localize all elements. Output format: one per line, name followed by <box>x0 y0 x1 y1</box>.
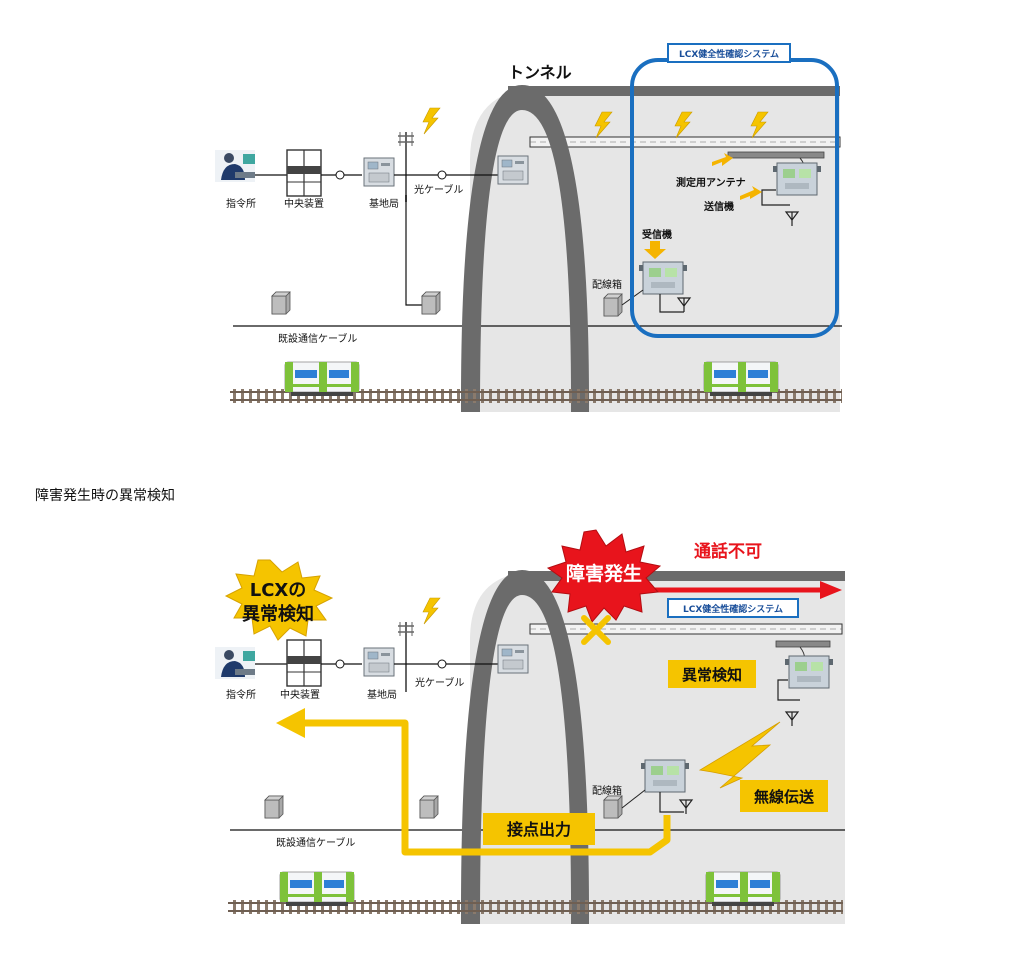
train-right <box>705 871 781 907</box>
lcx-system-label: LCX健全性確認システム <box>679 48 779 60</box>
wiring-box-icon <box>271 291 291 315</box>
call-impossible-label: 通話不可 <box>694 541 762 562</box>
measurement-antenna-icon <box>775 640 831 648</box>
lcx-anomaly-line2: 異常検知 <box>242 603 314 625</box>
failure-starburst <box>546 529 662 623</box>
wiring-box-icon <box>421 291 441 315</box>
tunnel-repeater-icon <box>497 644 529 674</box>
diagram-normal: トンネル LCX健全性確認システム 指令所 中央装置 基地局 光ケーブル 測定用… <box>215 43 842 412</box>
lcx-system-label-box <box>667 43 791 63</box>
transmitter-icon <box>772 162 822 196</box>
central-unit-label: 中央装置 <box>284 197 324 210</box>
cable-break-icon <box>581 615 611 645</box>
base-station-label: 基地局 <box>369 197 399 210</box>
command-center-icon <box>215 647 255 679</box>
measurement-antenna-label: 測定用アンテナ <box>676 176 746 189</box>
train-left <box>279 871 355 907</box>
wiring-box-icon <box>603 293 623 317</box>
command-center-label: 指令所 <box>226 688 256 701</box>
anomaly-detection-box <box>668 660 756 688</box>
central-unit-icon <box>286 149 322 197</box>
base-station-label: 基地局 <box>367 688 397 701</box>
wiring-box-label: 配線箱 <box>592 784 622 797</box>
wiring-box-icon <box>603 795 623 819</box>
utility-pole-icon <box>397 131 415 203</box>
radio-wave-icon <box>422 107 441 135</box>
left-arrow-icon <box>276 708 305 738</box>
anomaly-detection-label: 異常検知 <box>682 666 742 684</box>
tunnel-repeater-icon <box>497 155 529 185</box>
transmitter-label: 送信機 <box>703 200 734 213</box>
wireless-transmission-box <box>740 780 828 812</box>
contact-output-box <box>483 813 595 845</box>
section-heading: 障害発生時の異常検知 <box>35 488 175 504</box>
wireless-wave-icon <box>698 721 781 789</box>
central-unit-icon <box>286 639 322 687</box>
receiver-icon <box>638 261 688 295</box>
base-station-icon <box>363 647 395 677</box>
tunnel-label: トンネル <box>508 63 572 82</box>
existing-cable-label: 既設通信ケーブル <box>278 332 357 345</box>
base-station-icon <box>363 157 395 187</box>
train-right <box>703 361 779 397</box>
down-arrow-icon <box>644 241 666 259</box>
contact-output-label: 接点出力 <box>507 820 571 839</box>
lcx-anomaly-starburst <box>224 559 334 641</box>
existing-cable-label: 既設通信ケーブル <box>276 836 355 849</box>
lcx-system-label-box <box>667 598 799 618</box>
transmitter-icon <box>784 655 834 689</box>
central-unit-label: 中央装置 <box>280 688 320 701</box>
contact-output-path <box>300 719 671 856</box>
command-center-label: 指令所 <box>226 197 256 210</box>
wireless-transmission-label: 無線伝送 <box>754 788 815 806</box>
failure-label: 障害発生 <box>566 562 642 585</box>
wiring-box-icon <box>264 795 284 819</box>
wiring-box-icon <box>419 795 439 819</box>
lcx-system-label: LCX健全性確認システム <box>683 603 783 615</box>
measurement-antenna-icon <box>727 151 825 159</box>
diagram-failure: LCXの 異常検知 障害発生 通話不可 LCX健全性確認システム 指令所 中央装… <box>215 529 845 924</box>
tunnel-arch <box>460 85 590 412</box>
lcx-anomaly-line1: LCXの <box>250 580 307 601</box>
optical-cable-label: 光ケーブル <box>415 676 464 689</box>
optical-cable-label: 光ケーブル <box>414 183 463 196</box>
wiring-box-label: 配線箱 <box>592 278 622 291</box>
tunnel-arch <box>460 570 590 924</box>
receiver-label: 受信機 <box>642 228 672 241</box>
receiver-icon <box>640 759 690 793</box>
utility-pole-icon <box>397 621 415 693</box>
radio-wave-icon <box>422 597 441 625</box>
command-center-icon <box>215 150 255 182</box>
train-left <box>284 361 360 397</box>
